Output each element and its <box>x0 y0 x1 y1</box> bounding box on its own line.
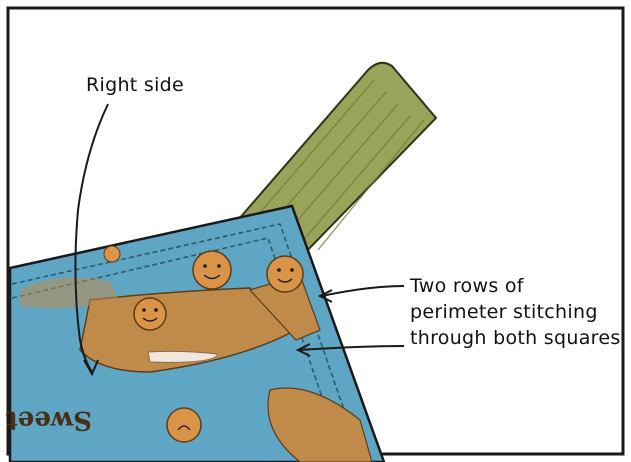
fabric-print-text: Sweet <box>6 405 92 435</box>
smiling-pea <box>104 246 120 262</box>
smiling-pea <box>193 251 231 289</box>
stitching-callout-line-2: perimeter stitching <box>410 299 621 325</box>
stitching-callout-line-1: Two rows of <box>410 273 621 299</box>
stitching-leader-line-1 <box>322 286 404 296</box>
fabric-square: Sweet <box>6 206 384 462</box>
stitching-callout: Two rows of perimeter stitching through … <box>410 273 621 351</box>
smiling-pea <box>267 256 303 292</box>
right-side-label: Right side <box>86 72 184 98</box>
smiling-pea <box>134 298 166 330</box>
stitching-callout-line-3: through both squares <box>410 325 621 351</box>
smiling-pea <box>167 408 201 442</box>
